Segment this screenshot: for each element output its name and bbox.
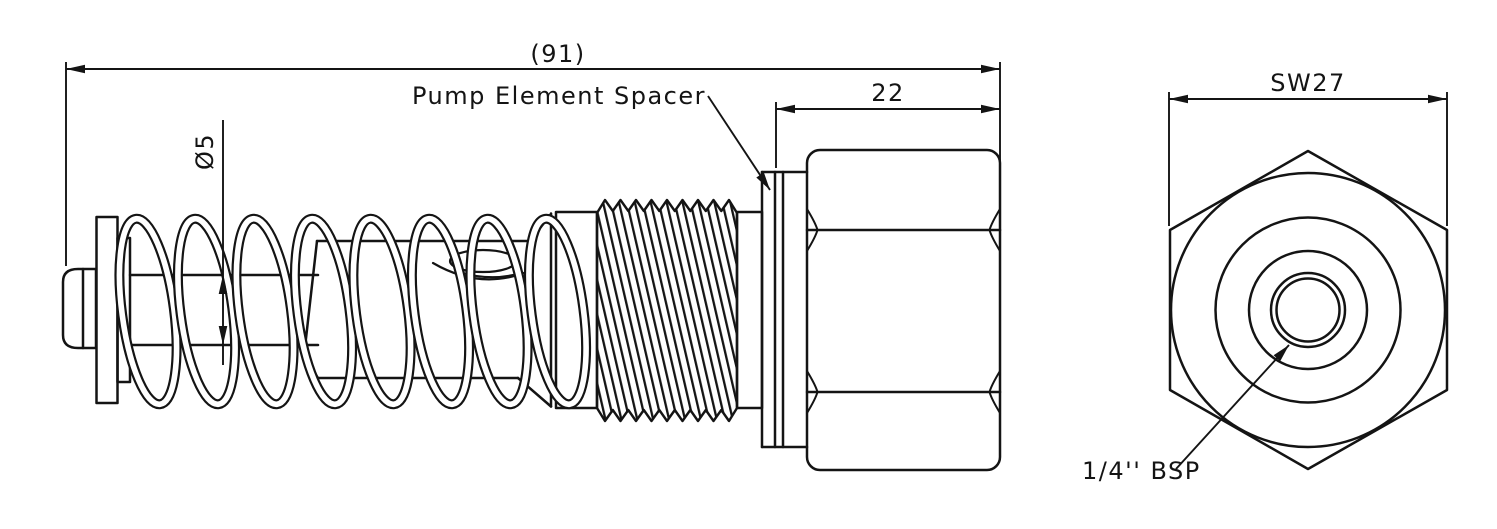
arrowhead: [1273, 345, 1289, 362]
arrowhead: [218, 275, 228, 294]
threaded-section: [595, 198, 739, 423]
arrowhead: [756, 172, 770, 190]
dim-pin-diameter: Ø5: [191, 120, 228, 365]
thread-major-circle: [1269, 271, 1347, 349]
arrowhead: [1428, 94, 1447, 104]
hex-outline: [1168, 149, 1449, 471]
dim-pin-diameter-text: Ø5: [191, 133, 219, 170]
end-view: [1168, 149, 1449, 471]
spacer-plates: [760, 170, 809, 449]
dim-nut-length-text: 22: [871, 79, 905, 107]
callout-spacer-text: Pump Element Spacer: [412, 82, 706, 110]
arrowhead: [981, 64, 1000, 74]
arrowhead: [218, 326, 228, 345]
nut-shoulder-circle: [1214, 216, 1402, 404]
hex-chamfer-arcs: [806, 208, 1001, 414]
bore-circle: [1275, 277, 1341, 343]
rear-collar: [735, 210, 764, 410]
dim-wrench-size-text: SW27: [1270, 69, 1346, 97]
dimensions: (91) 22 Ø5 SW27: [65, 40, 1448, 485]
plunger-tip: [61, 267, 98, 350]
spring-washer-plate: [95, 215, 119, 405]
arrowhead: [1169, 94, 1188, 104]
arrowhead: [776, 104, 795, 114]
hex-chamfer-circle: [1169, 171, 1447, 449]
callout-thread-text: 1/4'' BSP: [1082, 457, 1201, 485]
dim-wrench-size: SW27: [1168, 69, 1448, 226]
side-view: [61, 148, 1002, 472]
callout-thread: 1/4'' BSP: [1082, 344, 1290, 485]
arrowhead: [66, 64, 85, 74]
coil-spring: [110, 215, 595, 407]
callout-spacer: Pump Element Spacer: [412, 82, 771, 191]
arrowhead: [981, 104, 1000, 114]
dim-nut-length: 22: [775, 79, 1000, 168]
hex-nut-side: [805, 148, 1002, 472]
dim-overall-length-text: (91): [530, 40, 585, 68]
dim-overall-length: (91): [65, 40, 1001, 266]
collar-circle: [1247, 249, 1369, 371]
